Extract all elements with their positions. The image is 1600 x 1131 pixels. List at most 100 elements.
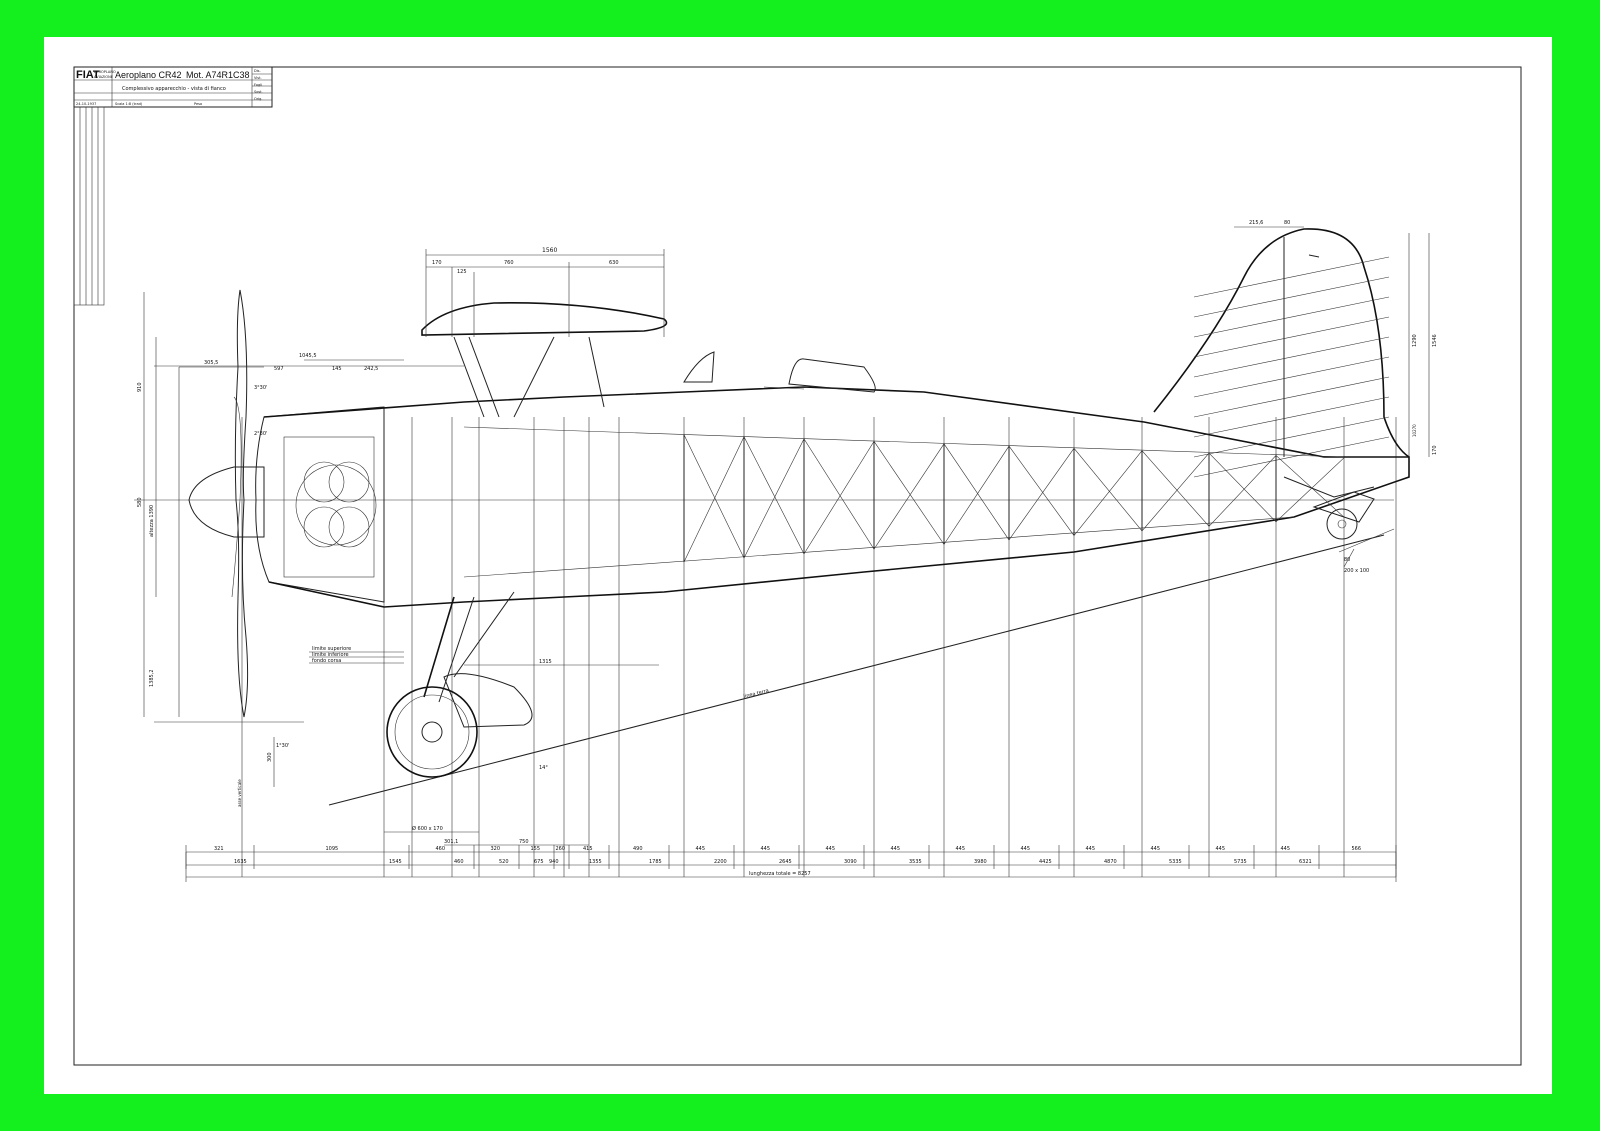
truss-diagonal: [743, 438, 805, 559]
dim-760: 760: [504, 260, 514, 266]
dim-300: 300: [267, 752, 273, 762]
truss-diagonal: [1275, 455, 1345, 518]
truss-diagonal: [1141, 452, 1210, 532]
dim-row2-value: 675: [534, 859, 544, 865]
truss-diagonal: [1008, 445, 1075, 536]
title-block-cell: Orig.: [254, 97, 263, 101]
gear-labels: limite superiore limite inferiore fondo …: [309, 646, 659, 846]
angle-1: 3°30': [254, 385, 267, 391]
dim-row1-value: 445: [696, 846, 706, 852]
dim-row1-value: 460: [436, 846, 446, 852]
dim-tail-215: 215,6: [1249, 220, 1263, 226]
dim-row1-value: 320: [491, 846, 501, 852]
top-dimensions: 1560 170 125 760 630 1045,5 305,5 597 14…: [179, 220, 1438, 574]
fiat-logo: FIAT: [76, 69, 100, 81]
dim-305: 305,5: [204, 360, 218, 366]
rudder-rib: [1193, 316, 1390, 358]
dim-row1-value: 445: [891, 846, 901, 852]
dim-row2-value: 4870: [1104, 859, 1117, 865]
dim-row1-value: 566: [1352, 846, 1362, 852]
dim-row1-value: 490: [633, 846, 643, 852]
dim-row2-value: 940: [549, 859, 559, 865]
dim-row2-value: 2645: [779, 859, 792, 865]
truss-diagonal: [1008, 448, 1075, 541]
dim-row2-value: 1355: [589, 859, 602, 865]
dim-750: 750: [519, 839, 529, 845]
dim-row2-value: 1785: [649, 859, 662, 865]
dim-row2-value: 3980: [974, 859, 987, 865]
dim-wheel-80: 80: [1344, 557, 1350, 563]
label-lower-limit: limite inferiore: [312, 652, 349, 658]
truss-diagonal: [743, 436, 805, 555]
left-dimensions: 910 580 altezza 1390 1385,2 300 asse ver…: [137, 292, 548, 807]
truss-diagonal: [943, 443, 1010, 541]
truss-diagonal: [1073, 448, 1143, 532]
truss-diagonal: [1141, 450, 1210, 527]
propeller: [188, 289, 265, 718]
title-block-cell: Vist.: [254, 76, 262, 80]
dim-tail-1290: 1290: [1412, 334, 1418, 347]
dim-row1-value: 415: [583, 846, 593, 852]
fuselage: [263, 386, 1410, 608]
dim-145: 145: [332, 366, 342, 372]
dim-row1-value: 445: [1281, 846, 1291, 852]
dim-row1-value: 445: [956, 846, 966, 852]
rudder-rib: [1193, 336, 1390, 378]
dim-row2-value: 5735: [1234, 859, 1247, 865]
dim-row2-value: 460: [454, 859, 464, 865]
dim-row1-value: 445: [1021, 846, 1031, 852]
rudder-rib: [1193, 296, 1390, 338]
dim-row1-value: 445: [1086, 846, 1096, 852]
cockpit: [683, 351, 876, 393]
truss-diagonal: [943, 445, 1010, 545]
upper-wing: [421, 302, 668, 418]
dim-row1-value: 1095: [326, 846, 339, 852]
dim-1390: altezza 1390: [149, 505, 155, 537]
truss-diagonal: [873, 441, 945, 545]
dim-1560: 1560: [542, 247, 557, 254]
scale-label: Scala 1:8 (trad): [115, 102, 143, 106]
angle-14: 14°: [539, 765, 548, 771]
rudder-rib: [1193, 256, 1390, 298]
tail-wheel: [1283, 476, 1395, 568]
title-block-cell: Fogli: [254, 83, 262, 87]
title-block-cell: Sost.: [254, 90, 263, 94]
truss-diagonal: [683, 434, 745, 559]
title-block-cell: Dis.: [254, 69, 261, 73]
rudder-rib: [1193, 436, 1390, 478]
logo-sub1: AEROPLANO: [94, 70, 116, 74]
dim-910: 910: [137, 382, 143, 392]
dim-580: 580: [137, 497, 143, 507]
truss-diagonal: [873, 443, 945, 550]
truss-diagonal: [1073, 450, 1143, 536]
angle-2: 2°30': [254, 431, 267, 437]
dim-125: 125: [457, 269, 467, 275]
dim-row1-value: 445: [761, 846, 771, 852]
ground-line-label: linea terra: [743, 688, 769, 700]
dim-1315: 1315: [539, 659, 552, 665]
dim-wheel-dia: Ø 600 x 170: [412, 825, 443, 832]
dim-row2-value: 4425: [1039, 859, 1052, 865]
dim-tail-10270: 10270: [1412, 424, 1417, 437]
truss-diagonal: [1208, 455, 1277, 527]
ground-line: [328, 534, 1385, 806]
truss-diagonal: [803, 441, 875, 555]
title-block: FIAT AEROPLANO AVIAZIONE Aeroplano CR42 …: [73, 66, 273, 306]
truss-diagonal: [803, 438, 875, 550]
dim-242: 242,5: [364, 366, 378, 372]
dim-tail-1546: 1546: [1432, 334, 1438, 347]
dim-1385: 1385,2: [149, 670, 155, 688]
dim-row2-value: 1635: [234, 859, 247, 865]
dim-row1-value: 445: [826, 846, 836, 852]
blueprint-drawing: FIAT AEROPLANO AVIAZIONE Aeroplano CR42 …: [73, 66, 1522, 1066]
label-stroke-end: fondo corsa: [312, 658, 341, 664]
dim-row2-value: 2200: [714, 859, 727, 865]
truss-diagonal: [1275, 457, 1345, 523]
dim-170: 170: [432, 260, 442, 266]
dim-row2-value: 3535: [909, 859, 922, 865]
rudder-rib: [1193, 376, 1390, 418]
weight-label: Peso: [194, 102, 202, 106]
station-lines: [241, 417, 1397, 877]
logo-sub2: AVIAZIONE: [94, 75, 113, 79]
